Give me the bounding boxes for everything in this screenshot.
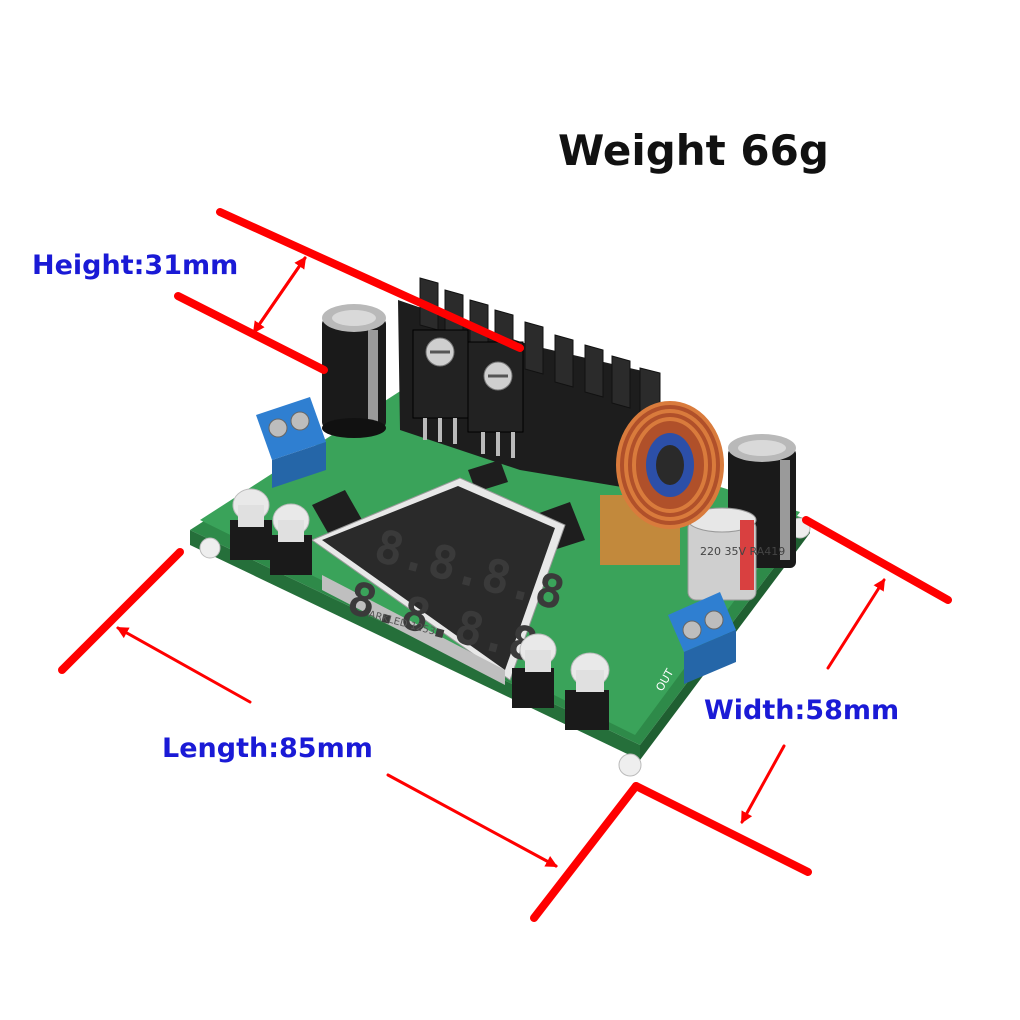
inductor [600, 401, 724, 565]
seven-segment-display: 8.8.8.8 8.8.8.8 ARKLED 1253 [310, 477, 570, 685]
button-set-label: SET [537, 720, 559, 737]
width-dimension-line-top [802, 516, 952, 604]
height-arrow-down [252, 256, 307, 334]
length-label: Length:85mm [162, 733, 373, 764]
button-left-1 [230, 488, 272, 560]
length-arrow-left [116, 626, 252, 704]
length-dimension-line-right [530, 782, 640, 922]
length-dimension-line-left [58, 548, 184, 674]
weight-title: Weight 66g [558, 126, 829, 175]
height-dimension-line-top [216, 208, 524, 352]
capacitor-label: 220 35V RA419 [700, 545, 785, 558]
terminal-in: IN [236, 397, 326, 490]
button-onoff-label: ON/OFF [559, 735, 598, 764]
width-arrow-down [740, 744, 786, 824]
width-arrow-up [826, 578, 886, 670]
width-dimension-line-bottom [632, 782, 812, 876]
button-left-2 [270, 503, 312, 575]
height-label: Height:31mm [32, 250, 239, 281]
length-arrow-right [386, 773, 558, 868]
terminal-in-label: IN [236, 473, 253, 489]
buttons: SET ON/OFF [230, 488, 610, 764]
capacitor-left [322, 304, 386, 438]
capacitor-small: 220 35V RA419 [687, 507, 785, 601]
button-set: SET [512, 633, 559, 738]
dimension-lines [58, 208, 952, 922]
height-dimension-line-bottom [174, 292, 328, 374]
width-label: Width:58mm [704, 695, 900, 726]
